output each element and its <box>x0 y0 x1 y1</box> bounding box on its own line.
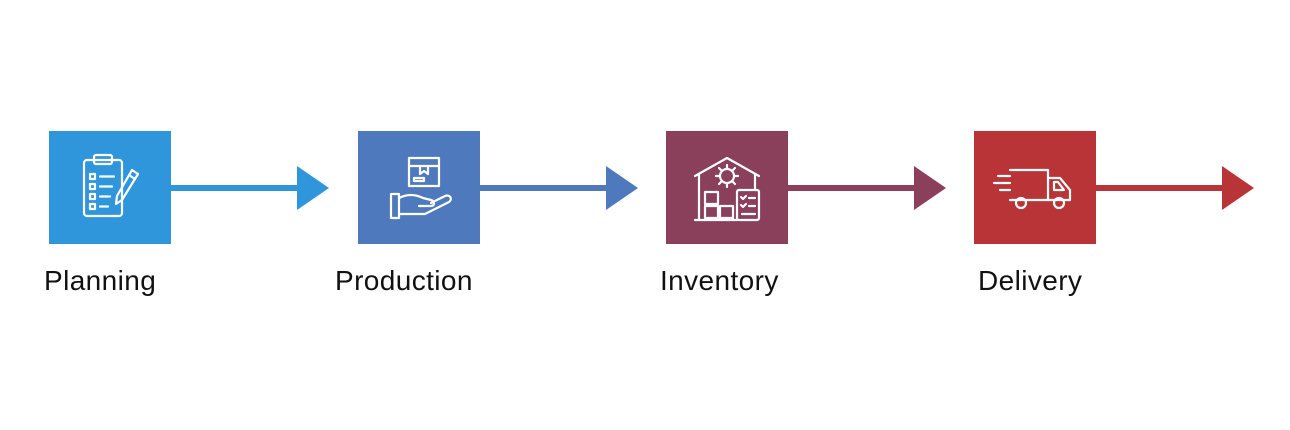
step-planning: Planning <box>44 131 359 311</box>
production-box <box>358 131 480 244</box>
inventory-box <box>666 131 788 244</box>
clipboard-checklist-icon <box>70 148 150 228</box>
flow-arrow-planning-to-production <box>171 166 329 210</box>
flow-arrow-inventory-to-delivery <box>788 166 946 210</box>
planning-box <box>49 131 171 244</box>
flow-arrow-production-to-inventory <box>480 166 638 210</box>
step-delivery: Delivery <box>974 131 1284 311</box>
warehouse-icon <box>685 146 769 230</box>
step-inventory: Inventory <box>660 131 976 311</box>
flow-arrow-delivery-end <box>1096 166 1254 210</box>
step-label-production: Production <box>335 265 473 296</box>
step-production: Production <box>335 131 668 311</box>
step-label-planning: Planning <box>44 265 157 296</box>
step-label-delivery: Delivery <box>978 265 1083 296</box>
hand-holding-box-icon <box>379 148 459 228</box>
delivery-box <box>974 131 1096 244</box>
step-label-inventory: Inventory <box>660 265 779 296</box>
delivery-truck-icon <box>988 148 1082 228</box>
